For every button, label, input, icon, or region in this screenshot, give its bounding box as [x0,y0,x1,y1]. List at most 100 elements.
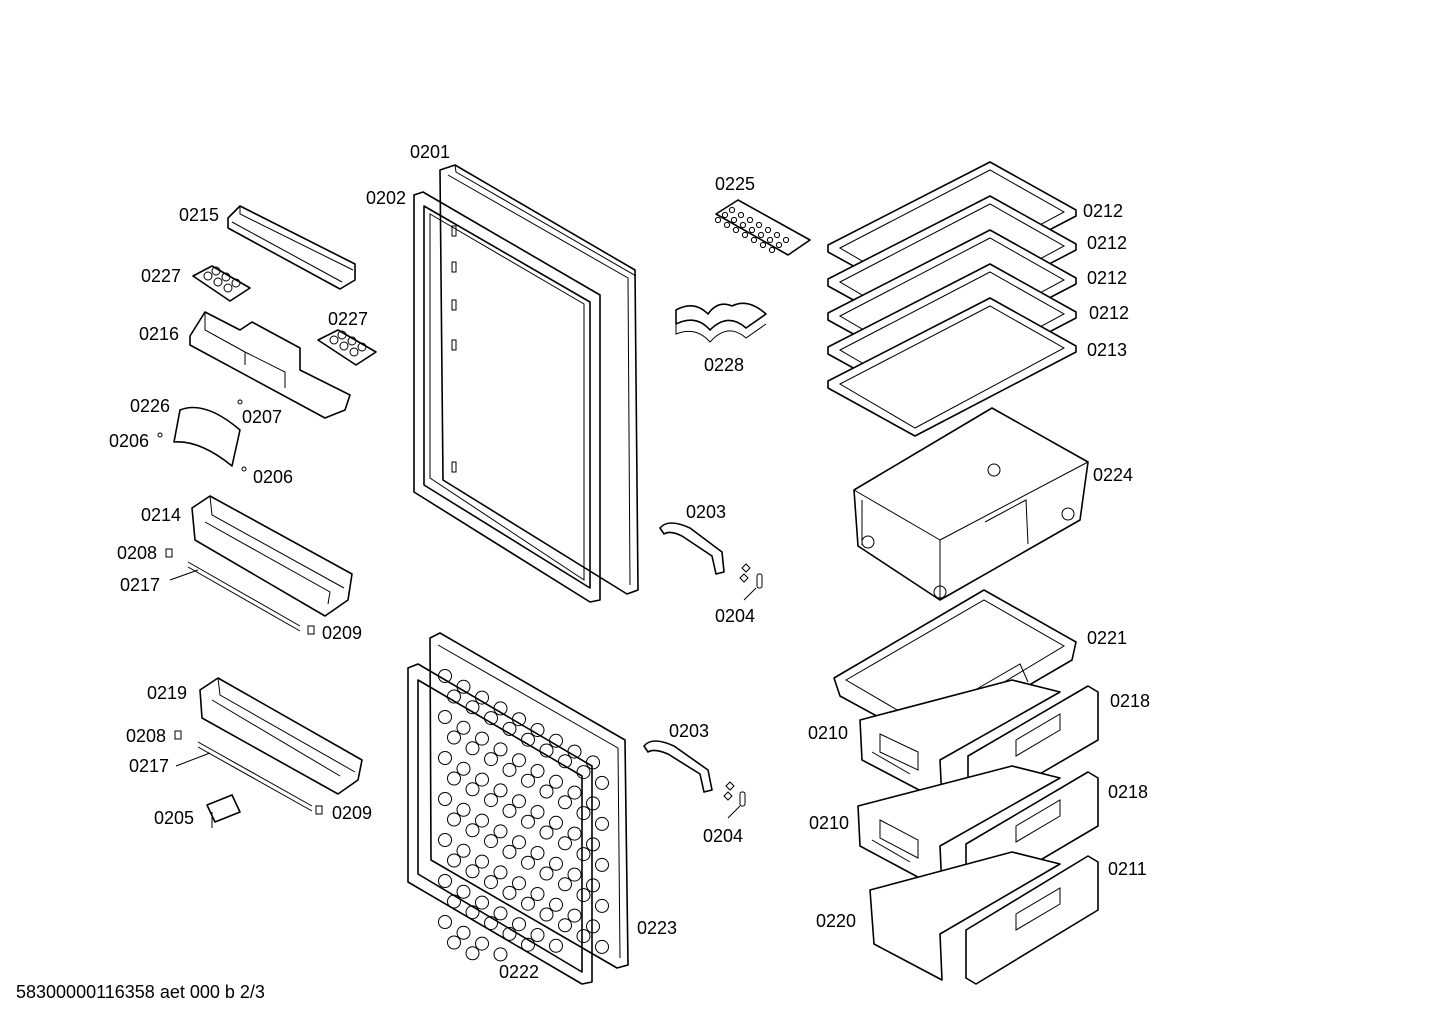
door-dimple [456,843,471,858]
label-0218-upper: 0218 [1110,691,1151,711]
drawer-0210-lower [857,765,1061,891]
door-shelf-0216 [189,311,351,419]
label-0206-left: 0206 [109,431,150,451]
ice-cube-cell [768,246,776,254]
drawer-front-0211 [965,855,1099,985]
label-0212-1: 0212 [1083,201,1124,221]
glass-shelves-0212-0213 [827,161,1077,437]
label-0209-lower: 0209 [332,803,373,823]
door-dimple [549,856,563,871]
label-0212-4: 0212 [1089,303,1130,323]
label-0212-3: 0212 [1087,268,1128,288]
label-0226: 0226 [130,396,171,416]
label-0216: 0216 [139,324,180,344]
label-0211: 0211 [1108,859,1147,879]
door-dimple [530,846,545,860]
label-0217-upper: 0217 [120,575,161,595]
door-dimple-pattern [438,669,609,962]
label-0202: 0202 [366,188,407,208]
label-0204-lower: 0204 [703,826,744,846]
clip-0205 [206,794,241,828]
ice-tray-0225 [714,199,811,256]
door-dimple [539,825,554,840]
label-0220: 0220 [816,911,857,931]
ice-cube-cell [775,241,783,249]
label-0203-upper: 0203 [686,502,727,522]
label-0227-right: 0227 [328,309,369,329]
door-dimple [586,878,600,893]
door-dimple [493,947,508,962]
door-dimple [530,928,545,942]
door-dimple [576,765,591,780]
door-dimple [530,805,545,819]
door-dimple [576,806,591,821]
lower-door-0223 [429,632,629,969]
door-dimple [447,853,461,868]
label-0205: 0205 [154,808,195,828]
door-dimple [447,730,461,745]
label-0208-upper: 0208 [117,543,158,563]
door-dimple [484,875,498,890]
door-dimple [558,918,572,933]
crisper-box-0224 [853,407,1089,601]
trim-strip-0217-upper [165,548,315,635]
door-dimple [438,710,452,724]
door-dimple [521,773,535,788]
label-0204-upper: 0204 [715,606,756,626]
label-0208-lower: 0208 [126,726,167,746]
label-0225: 0225 [715,174,756,194]
label-0221: 0221 [1087,628,1128,648]
label-0201: 0201 [410,142,451,162]
door-dimple [493,906,508,921]
door-dimple [595,857,609,872]
label-0219: 0219 [147,683,188,703]
ice-cube-cell [730,216,738,224]
door-dimple [595,775,609,790]
upper-gasket-0202 [413,191,601,603]
door-dimple [586,919,600,934]
door-dimple [493,865,508,880]
ice-cube-cell [714,216,722,224]
door-dimple [447,771,461,786]
label-0223: 0223 [637,918,678,938]
door-dimple [438,915,452,929]
ice-cube-cell [741,231,749,239]
door-dimple [558,836,572,851]
door-shelf-0214 [191,495,353,617]
label-0210-upper: 0210 [808,723,849,743]
door-dimple [521,937,535,952]
shelf-0213 [827,297,1077,437]
door-dimple [567,785,582,800]
door-dimple [512,794,526,809]
ice-cube-cell [723,221,731,229]
bottle-rack-0228 [675,302,767,343]
door-dimple [456,802,471,817]
label-0215: 0215 [179,205,220,225]
flap-0226 [157,399,247,472]
door-dimple [502,803,517,818]
door-dimple [512,876,526,891]
ice-cube-cell [728,206,736,214]
label-0206-right: 0206 [253,467,294,487]
trim-strip-0217-lower [174,730,323,815]
ice-cube-cell [746,216,754,224]
door-dimple [576,847,591,862]
door-dimple [549,815,563,830]
door-dimple [512,835,526,850]
door-dimple [549,897,563,912]
door-dimple [493,824,508,839]
door-dimple [456,720,471,735]
door-shelf-0215 [227,205,356,290]
door-dimple [438,874,452,888]
label-0227-left: 0227 [141,266,182,286]
door-dimple [595,939,609,954]
label-0203-lower: 0203 [669,721,710,741]
door-dimple [576,929,591,944]
lower-gasket-0222 [407,663,593,985]
ice-cube-cell [732,226,740,234]
door-dimple [447,935,461,950]
door-dimple [586,755,600,770]
door-dimple [502,926,517,941]
label-0218-lower: 0218 [1108,782,1149,802]
door-dimple [484,916,498,931]
